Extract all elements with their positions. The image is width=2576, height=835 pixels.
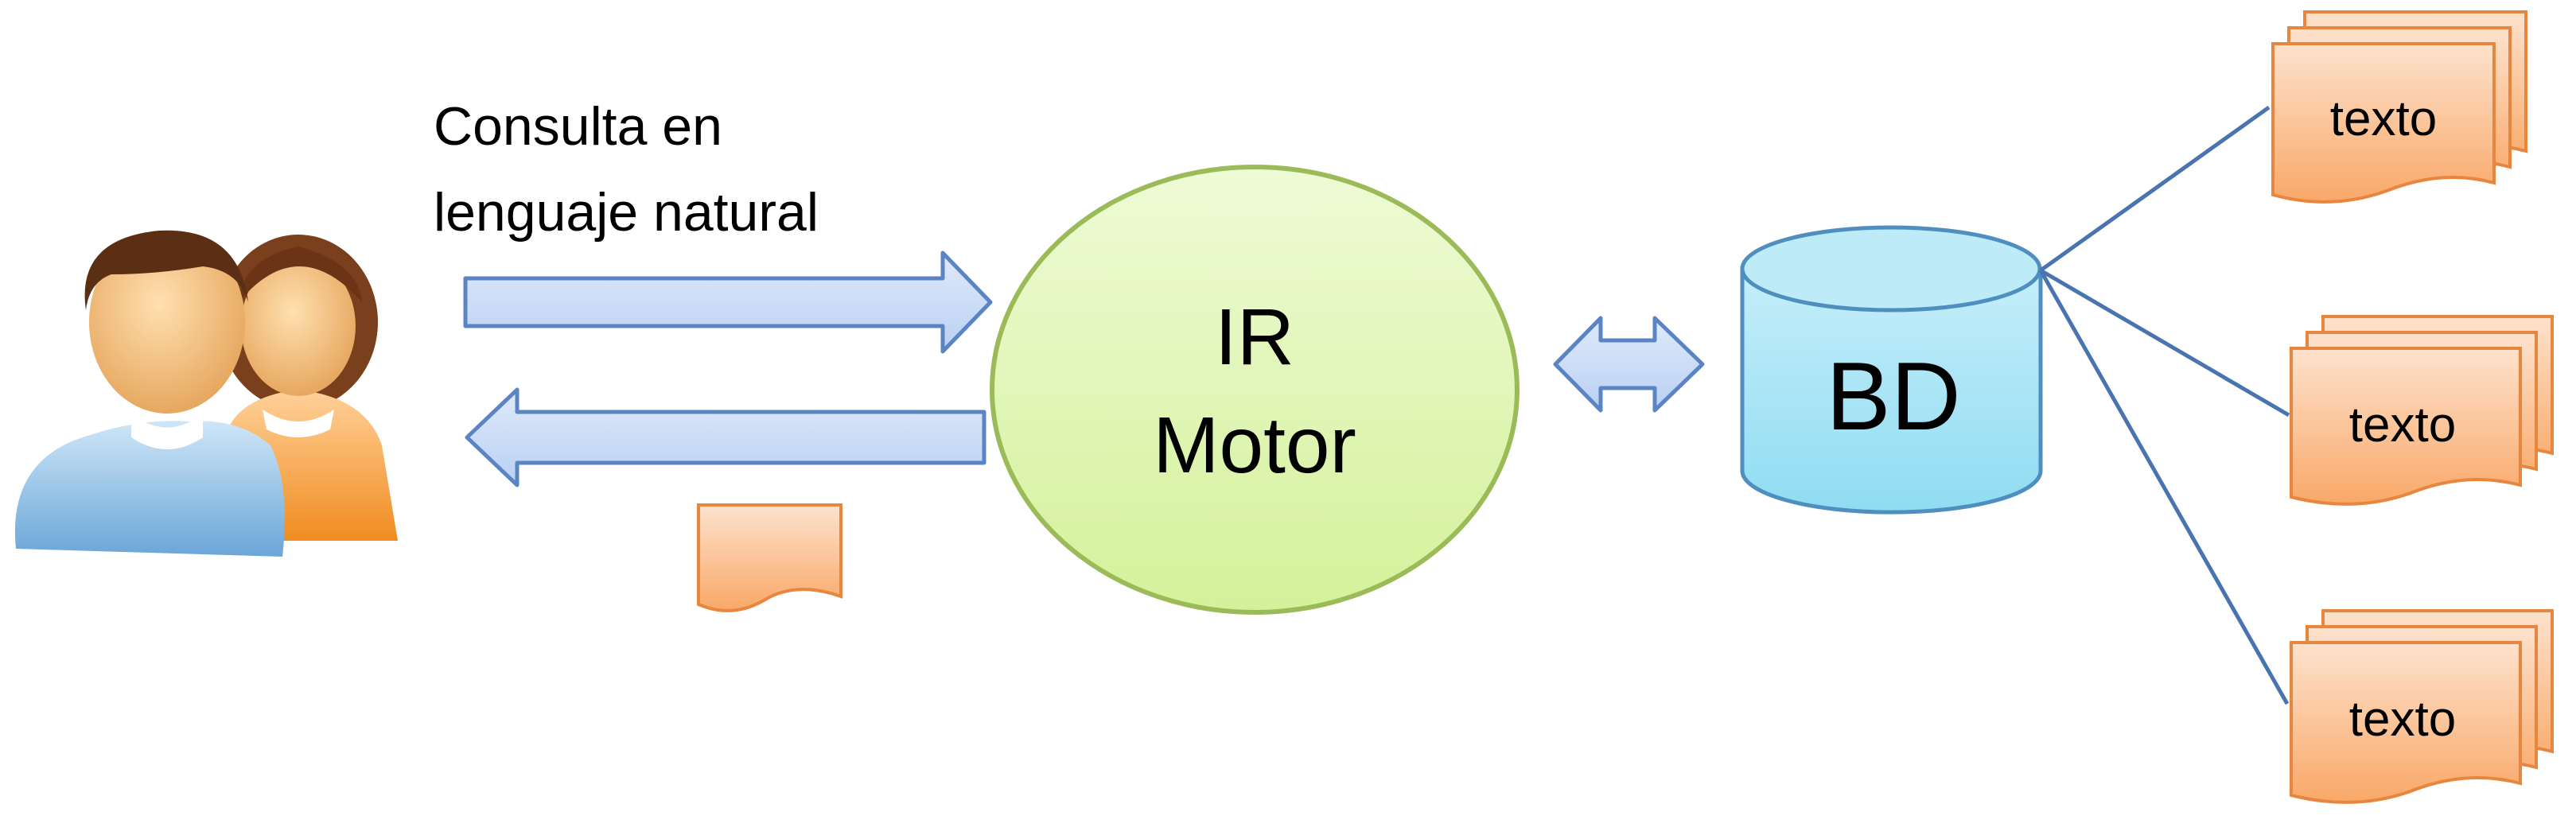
results-arrow (465, 387, 986, 487)
text-document-label-1: texto (2330, 91, 2437, 146)
connector-line-3 (2038, 269, 2290, 705)
bidirectional-arrow (1553, 316, 1705, 413)
query-label-line-1: Consulta en (434, 96, 722, 157)
text-document-stack-2 (2290, 315, 2554, 506)
document-icon (697, 503, 842, 612)
connector-lines (2038, 105, 2290, 705)
text-document-label-2: texto (2349, 398, 2456, 452)
text-document-stack-1 (2271, 10, 2527, 204)
ir-engine-node (990, 165, 1520, 615)
text-document-label-3: texto (2349, 692, 2456, 747)
query-label-line-2: lenguaje natural (434, 182, 819, 243)
text-document-stack-3 (2290, 609, 2554, 804)
database-node (1740, 225, 2043, 515)
ir-engine-label-line-1: IR (1215, 293, 1294, 382)
query-arrow (463, 250, 993, 354)
ir-engine-label-line-2: Motor (1153, 401, 1356, 490)
database-label: BD (1826, 342, 1960, 450)
connector-line-1 (2039, 105, 2271, 273)
connector-line-2 (2039, 268, 2290, 418)
users-icon (14, 230, 398, 557)
